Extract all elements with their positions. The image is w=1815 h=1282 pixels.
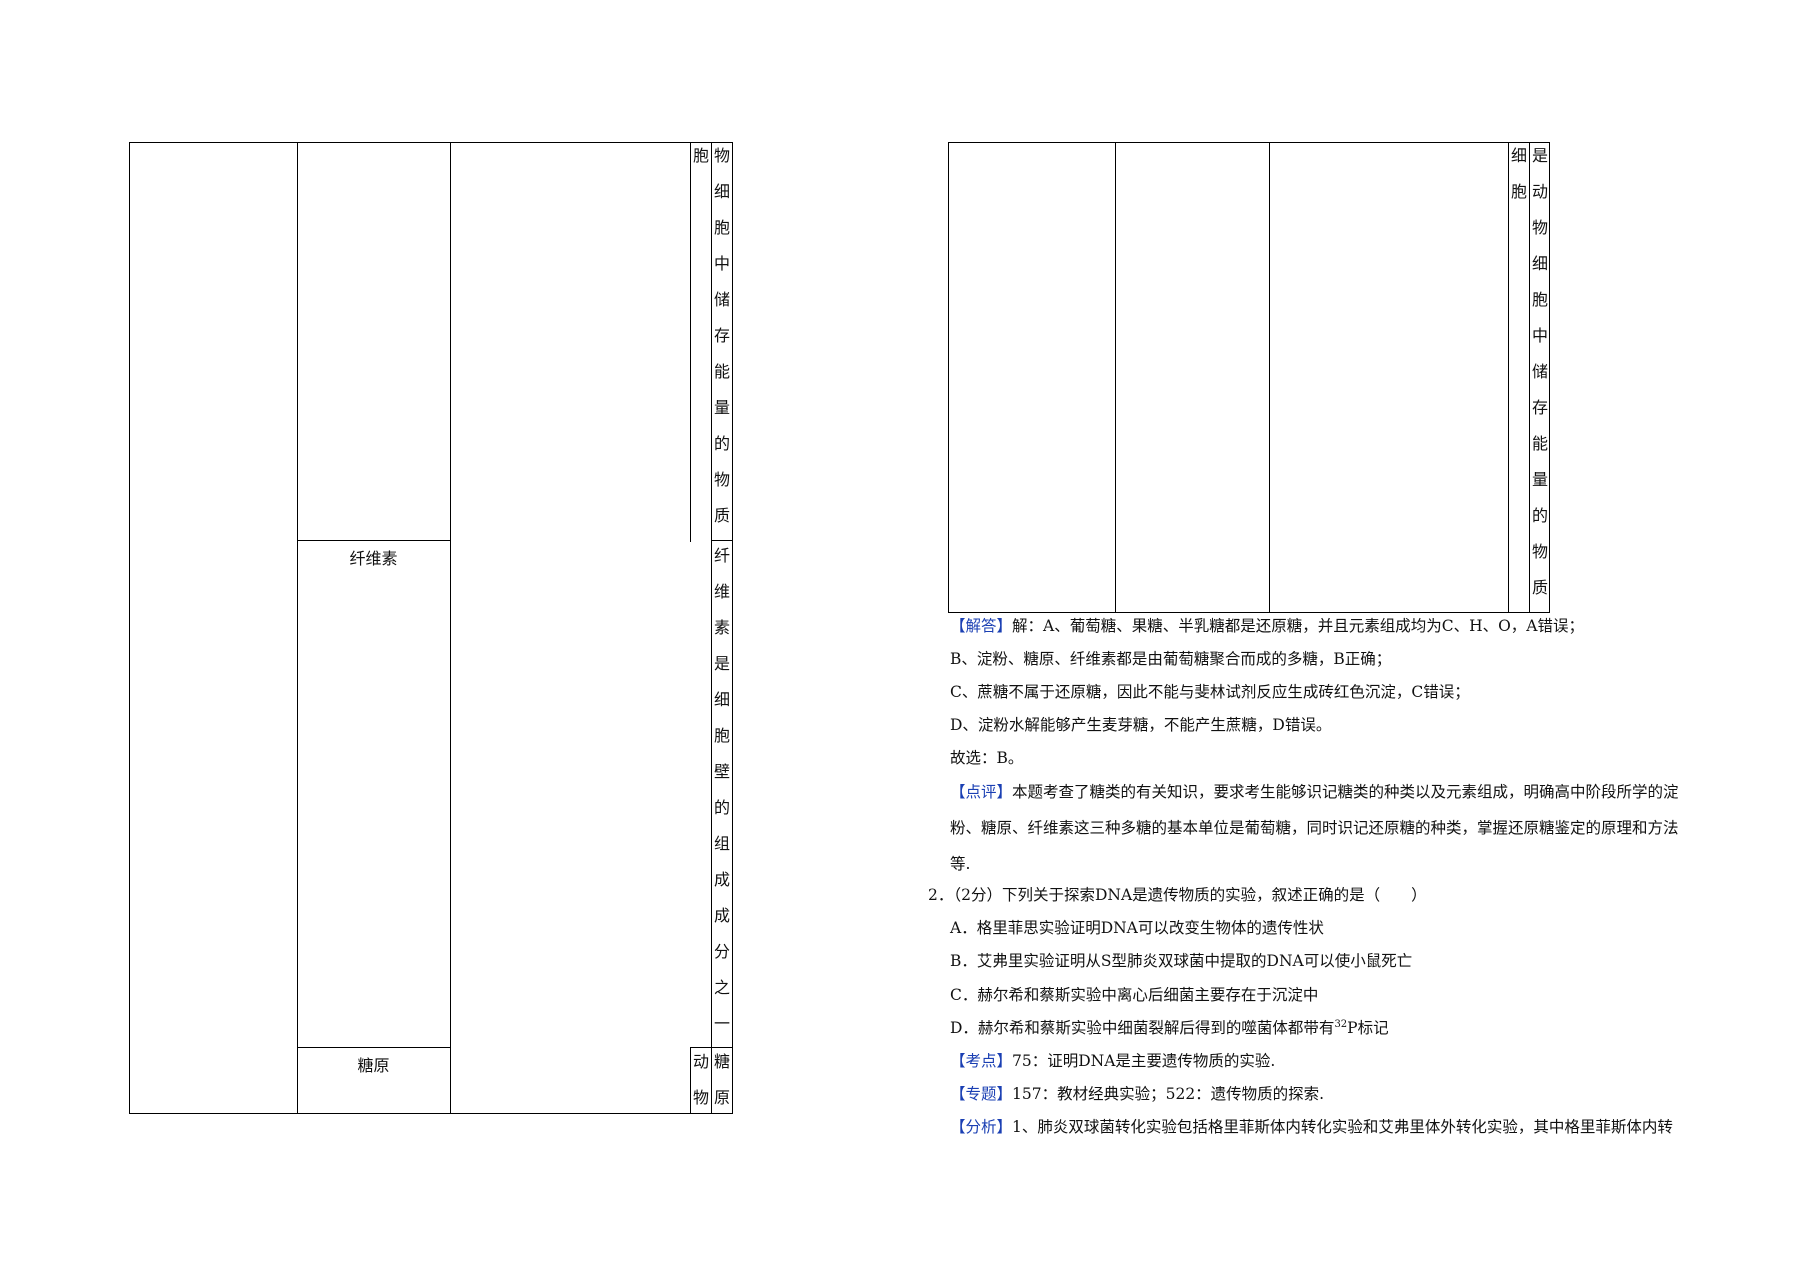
fenxi-tag: 【分析】: [950, 1118, 1013, 1136]
zhuanti-text: 157：教材经典实验；522：遗传物质的探索.: [1012, 1085, 1325, 1103]
right-table-col-divider-1: [1115, 142, 1116, 613]
left-table-col-divider-3b: [690, 1048, 691, 1114]
left-cell-glycogen-col4: 动物: [692, 1052, 709, 1107]
left-table-col-divider-2: [450, 142, 451, 1114]
left-cell-glycogen-label: 糖原: [357, 1056, 390, 1075]
answer-line-1: 【解答】解：A、葡萄糖、果糖、半乳糖都是还原糖，并且元素组成均为C、H、O，A错…: [950, 614, 1584, 636]
answer-tag: 【解答】: [950, 617, 1013, 635]
zhuanti-tag: 【专题】: [950, 1085, 1013, 1103]
left-cell-glycogen-col5: 糖原: [713, 1052, 730, 1107]
comment-text-1: 本题考查了糖类的有关知识，要求考生能够识记糖类的种类以及元素组成，明确高中阶段所…: [1012, 783, 1679, 801]
option-d-post: P标记: [1347, 1019, 1389, 1037]
option-d-pre: D．赫尔希和蔡斯实验中细菌裂解后得到的噬菌体都带有: [950, 1019, 1335, 1037]
zhuanti-line: 【专题】157：教材经典实验；522：遗传物质的探索.: [950, 1082, 1324, 1104]
left-cell-col4-upper: 胞: [692, 146, 709, 165]
question2-option-d: D．赫尔希和蔡斯实验中细菌裂解后得到的噬菌体都带有32P标记: [950, 1016, 1389, 1038]
left-cell-col5-upper: 物细胞中储存能量的物质: [713, 146, 730, 525]
question2-option-b: B．艾弗里实验证明从S型肺炎双球菌中提取的DNA可以使小鼠死亡: [950, 952, 1413, 970]
answer-text-1: 解：A、葡萄糖、果糖、半乳糖都是还原糖，并且元素组成均为C、H、O，A错误；: [1012, 617, 1584, 635]
comment-line-2: 粉、糖原、纤维素这三种多糖的基本单位是葡萄糖，同时识记还原糖的种类，掌握还原糖鉴…: [950, 819, 1679, 837]
question2-stem: 2．（2分）下列关于探索DNA是遗传物质的实验，叙述正确的是（ ）: [928, 886, 1427, 904]
option-d-sup: 32: [1334, 1019, 1348, 1030]
left-table-col-divider-3: [690, 142, 691, 542]
question2-option-c: C．赫尔希和蔡斯实验中离心后细菌主要存在于沉淀中: [950, 986, 1319, 1004]
comment-line-3: 等.: [950, 855, 971, 873]
right-table-col-divider-4: [1529, 142, 1530, 613]
left-table-col-divider-4: [711, 142, 712, 1114]
question2-option-a: A．格里菲思实验证明DNA可以改变生物体的遗传性状: [950, 919, 1324, 937]
fenxi-text: 1、肺炎双球菌转化实验包括格里菲斯体内转化实验和艾弗里体外转化实验，其中格里菲斯…: [1012, 1118, 1673, 1136]
answer-line-4: D、淀粉水解能够产生麦芽糖，不能产生蔗糖，D错误。: [950, 716, 1332, 734]
right-cell-col5: 是动物细胞中储存能量的物质: [1531, 146, 1548, 597]
left-cell-fiber-desc: 纤维素是细胞壁的组成成分之一: [713, 546, 730, 1033]
left-table-col-divider-1: [297, 142, 298, 1114]
answer-line-5: 故选：B。: [950, 749, 1024, 767]
answer-line-3: C、蔗糖不属于还原糖，因此不能与斐林试剂反应生成砖红色沉淀，C错误；: [950, 683, 1470, 701]
answer-line-2: B、淀粉、糖原、纤维素都是由葡萄糖聚合而成的多糖，B正确；: [950, 650, 1392, 668]
kaodian-line: 【考点】75：证明DNA是主要遗传物质的实验.: [950, 1049, 1275, 1071]
left-table-row-divider-2b: [690, 1047, 733, 1048]
left-table: [129, 142, 733, 1114]
comment-line-1: 【点评】本题考查了糖类的有关知识，要求考生能够识记糖类的种类以及元素组成，明确高…: [950, 780, 1679, 802]
left-table-row-divider-1: [297, 540, 451, 541]
right-cell-col4: 细胞: [1510, 146, 1527, 201]
right-table-col-divider-3: [1508, 142, 1509, 613]
kaodian-tag: 【考点】: [950, 1052, 1013, 1070]
right-table: [948, 142, 1550, 613]
left-table-row-divider-1b: [711, 540, 733, 541]
left-table-row-divider-2: [297, 1047, 451, 1048]
right-table-col-divider-2: [1269, 142, 1270, 613]
kaodian-text: 75：证明DNA是主要遗传物质的实验.: [1012, 1052, 1276, 1070]
comment-tag: 【点评】: [950, 783, 1013, 801]
fenxi-line: 【分析】1、肺炎双球菌转化实验包括格里菲斯体内转化实验和艾弗里体外转化实验，其中…: [950, 1115, 1673, 1137]
left-cell-fiber-label: 纤维素: [349, 549, 398, 568]
